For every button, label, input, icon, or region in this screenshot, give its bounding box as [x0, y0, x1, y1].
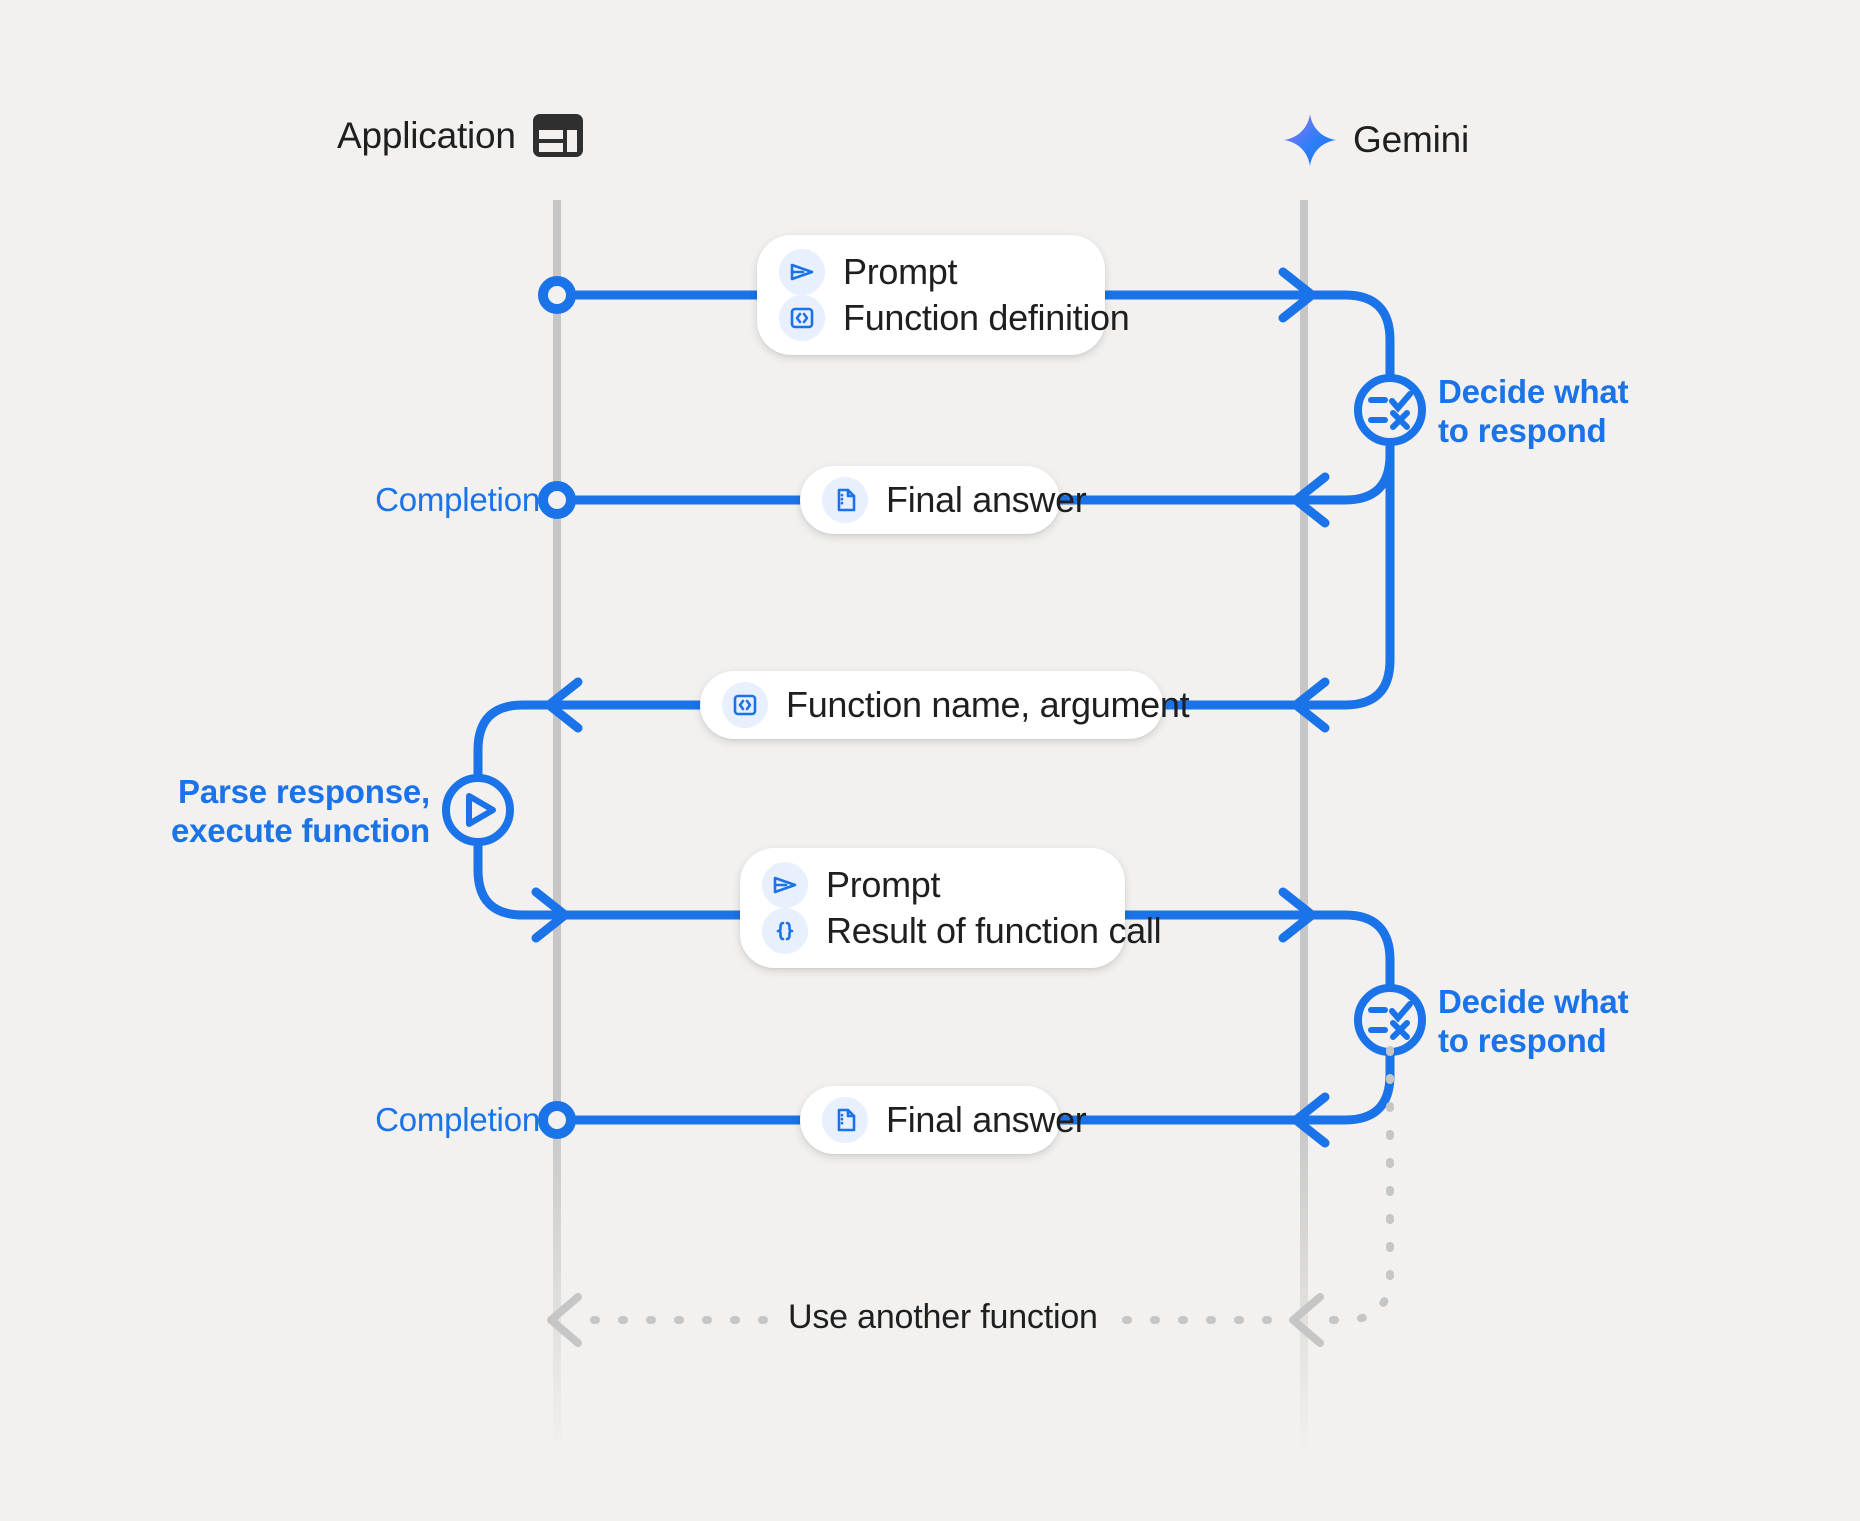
chip-item-prompt: Prompt [762, 862, 1091, 908]
message-chip-request-2[interactable]: Prompt Result of function call [740, 848, 1162, 968]
message-chip-request-1[interactable]: Prompt Function definition [757, 235, 1130, 355]
start-dot-request-1 [538, 276, 576, 314]
chip-text: Prompt [843, 251, 958, 292]
arrowhead-completion-2 [1291, 1092, 1330, 1148]
wire-gemini-rail-1b [1299, 435, 1395, 505]
loop-label: Use another function [770, 1298, 1116, 1337]
lifeline-application [553, 200, 561, 1455]
wire-app-rail-b [473, 835, 562, 920]
arrowhead-function-call [1291, 677, 1330, 733]
wire-gemini-rail-2b [1299, 1045, 1395, 1125]
message-chip-completion-2[interactable]: Final answer [800, 1086, 1087, 1154]
actor-application: Application [337, 113, 584, 158]
code-brackets-box-icon [779, 295, 825, 341]
chip-text: Prompt [826, 864, 941, 905]
actor-application-label: Application [337, 114, 516, 156]
loop-arrowhead-gemini [1289, 1293, 1324, 1347]
code-brackets-box-icon [722, 682, 768, 728]
chip-text: Final answer [886, 1099, 1087, 1140]
caption-parse-execute: Parse response, execute function [170, 773, 430, 849]
arrowhead-request-1 [1278, 267, 1317, 323]
gemini-sparkle-icon [1283, 113, 1337, 167]
send-triangle-icon [762, 862, 808, 908]
app-layout-icon [532, 113, 584, 158]
actor-gemini-label: Gemini [1353, 119, 1469, 160]
document-icon [822, 477, 868, 523]
message-chip-function-call[interactable]: Function name, argument [700, 671, 1190, 739]
caption-decide-2: Decide what to respond [1438, 983, 1629, 1059]
chip-text: Function definition [843, 297, 1130, 338]
wire-app-rail-a [473, 700, 562, 785]
chip-text: Final answer [886, 479, 1087, 520]
actor-gemini: Gemini [1283, 113, 1469, 167]
start-dot-completion-2 [538, 1101, 576, 1139]
decision-checklist-icon-1 [1354, 374, 1426, 446]
wire-gemini-rail-2 [1299, 910, 1395, 995]
caption-completion-1: Completion [375, 481, 540, 518]
chip-text: Function name, argument [786, 684, 1190, 725]
document-icon [822, 1097, 868, 1143]
arrowhead-completion-1 [1291, 472, 1330, 528]
chip-item-function-name-argument: Function name, argument [722, 680, 1190, 730]
play-circle-icon [442, 774, 514, 846]
decision-checklist-icon-2 [1354, 984, 1426, 1056]
chip-item-function-definition: Function definition [779, 295, 1130, 341]
chip-item-result-of-function-call: Result of function call [762, 908, 1162, 954]
curly-braces-icon [762, 908, 808, 954]
send-triangle-icon [779, 249, 825, 295]
chip-item-prompt: Prompt [779, 249, 1071, 295]
wire-gemini-rail-1 [1299, 290, 1395, 385]
loop-arrowhead-app [547, 1293, 582, 1347]
wire-gemini-rail-1c [1299, 435, 1395, 710]
chip-item-final-answer: Final answer [822, 1095, 1087, 1145]
caption-decide-1: Decide what to respond [1438, 373, 1629, 449]
loop-wire-vertical [1314, 1046, 1394, 1324]
start-dot-completion-1 [538, 481, 576, 519]
caption-completion-2: Completion [375, 1101, 540, 1138]
chip-text: Result of function call [826, 910, 1162, 951]
arrowhead-request-2 [1278, 887, 1317, 943]
lifeline-gemini [1300, 200, 1308, 1455]
chip-item-final-answer: Final answer [822, 475, 1087, 525]
message-chip-completion-1[interactable]: Final answer [800, 466, 1087, 534]
arrowhead-request-2-app [531, 887, 570, 943]
arrowhead-function-call-app [544, 677, 583, 733]
